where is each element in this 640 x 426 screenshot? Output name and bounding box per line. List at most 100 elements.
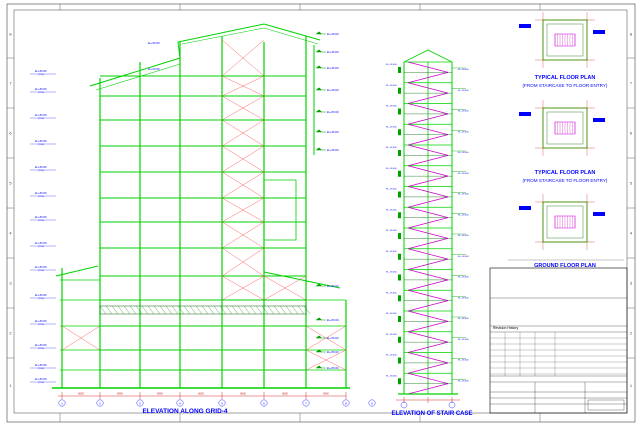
level-arrow [316, 283, 322, 286]
plan-2-title-line2: (FROM STAIRCASE TO FLOOR ENTRY) [523, 178, 608, 183]
level-arrow [316, 87, 322, 90]
level-sublabel: (TOS) [38, 118, 44, 120]
level-label: EL+35.000 [327, 367, 339, 370]
level-label: EL+35.000 [35, 166, 47, 169]
level-label: EL+35.000 [327, 319, 339, 322]
stair-flight [407, 186, 449, 198]
grid-bubble [96, 399, 104, 407]
stair-tree-marker [398, 357, 401, 364]
border-number-left: 2 [9, 331, 12, 336]
truss-diagonal [165, 305, 173, 315]
stair-level-label: EL+18.600 [386, 230, 397, 232]
plan-1-title-line2: (FROM STAIRCASE TO FLOOR ENTRY) [523, 83, 608, 88]
stair-flight [407, 289, 449, 301]
level-label: EL+35.000 [327, 89, 339, 92]
stair-flight [407, 300, 449, 312]
stair-level-label: EL+18.600 [386, 126, 397, 128]
grid-bubble-label: 6 [263, 401, 265, 405]
truss-diagonal [291, 305, 299, 315]
level-sublabel: (TOS) [38, 144, 44, 146]
plan-tag [519, 206, 531, 210]
dimension-value: 6000 [117, 393, 123, 396]
stair-level-label: EL+18.600 [386, 292, 397, 294]
level-label: EL+35.000 [327, 337, 339, 340]
level-label: EL+35.000 [35, 88, 47, 91]
grid-bubble [136, 399, 144, 407]
dimension-value: 6000 [323, 393, 329, 396]
truss-diagonal [243, 305, 251, 315]
stair-flight [407, 165, 449, 177]
truss-diagonal [189, 305, 197, 315]
brace-diagonal [221, 221, 265, 249]
truss-diagonal [129, 305, 137, 315]
brace-diagonal [263, 275, 307, 301]
stair-level-label: EL+18.600 [458, 152, 469, 154]
level-arrow [316, 31, 322, 34]
stair-level-label: EL+18.600 [458, 69, 469, 71]
border-number-right: 6 [630, 131, 633, 136]
level-label: EL+35.000 [327, 111, 339, 114]
stair-level-label: EL+18.600 [386, 85, 397, 87]
plan-tag [519, 24, 531, 28]
truss-diagonal [123, 305, 131, 315]
level-arrow [316, 317, 322, 320]
level-label: EL+35.000 [35, 70, 47, 73]
plan-tag [519, 112, 531, 116]
level-sublabel: (TOS) [38, 92, 44, 94]
revision-history-label: Revision History [493, 326, 519, 330]
truss-diagonal [117, 305, 125, 315]
outer-border [6, 3, 636, 423]
level-sublabel: (TOS) [38, 170, 44, 172]
truss-diagonal [273, 305, 281, 315]
elevation-title: ELEVATION ALONG GRID-4 [142, 408, 227, 415]
stair-flight [407, 227, 449, 239]
truss-diagonal [177, 305, 185, 315]
stair-tree-marker [398, 274, 401, 281]
stair-tree-marker [398, 108, 401, 115]
brace-diagonal [61, 325, 101, 351]
stair-level-label: EL+18.600 [386, 64, 397, 66]
stair-level-label: EL+18.600 [386, 147, 397, 149]
stair-level-label: EL+18.600 [458, 380, 469, 382]
level-label: EL+35.000 [327, 285, 339, 288]
level-label: EL+35.000 [327, 67, 339, 70]
level-arrow [316, 147, 322, 150]
staircase-elevation-title: ELEVATION OF STAIR CASE [391, 411, 472, 417]
truss-band [99, 305, 307, 315]
stair-roof [403, 49, 453, 63]
grid-bubble [58, 399, 66, 407]
border-number-right: 5 [630, 181, 633, 186]
level-label: EL+35.000 [327, 51, 339, 54]
stair-flight [407, 238, 449, 250]
title-block-stamp [587, 399, 625, 411]
stair-level-label: EL+18.600 [458, 173, 469, 175]
stair-level-label: EL+18.600 [458, 360, 469, 362]
level-label: EL+35.000 [327, 351, 339, 354]
level-label: EL+35.000 [35, 114, 47, 117]
lower-roof-right [263, 271, 341, 289]
border-number-left: 1 [9, 383, 12, 388]
grid-bubble-label: 2 [99, 401, 101, 405]
brace-diagonal [221, 119, 265, 147]
border-number-right: 2 [630, 331, 633, 336]
stair-flight [407, 196, 449, 208]
truss-diagonal [225, 305, 233, 315]
stair-flight [407, 175, 449, 187]
stair-level-label: EL+18.600 [458, 256, 469, 258]
truss-diagonal [255, 305, 263, 315]
truss-diagonal [153, 305, 161, 315]
grid-bubble-label: 3 [139, 401, 141, 405]
border-number-right: 4 [630, 231, 633, 236]
brace-diagonal [221, 247, 265, 277]
dimension-value: 6000 [78, 393, 84, 396]
title-block [489, 267, 628, 414]
grid-bubble-label: 4 [179, 401, 181, 405]
level-arrow [316, 365, 322, 368]
stair-level-label: EL+18.600 [458, 339, 469, 341]
stair-grid-bubble [400, 401, 408, 409]
stair-level-label: EL+18.600 [458, 131, 469, 133]
stair-flight [407, 217, 449, 229]
floor-plan-2 [519, 100, 605, 156]
